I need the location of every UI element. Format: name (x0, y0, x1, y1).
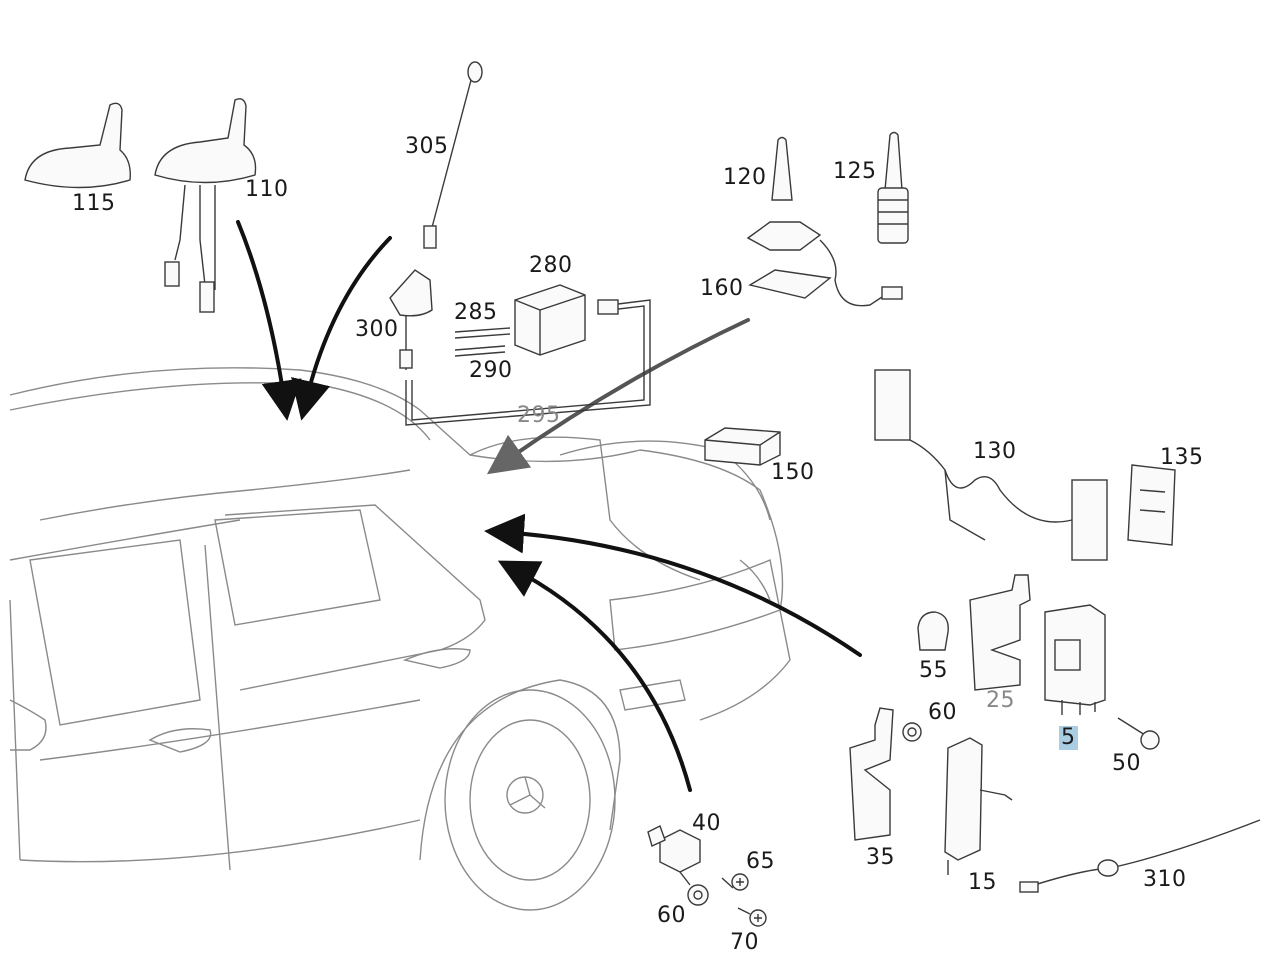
part-5-control-unit (1044, 604, 1106, 715)
label-290: 290 (469, 358, 513, 383)
part-135-bracket (1127, 464, 1176, 546)
part-120-antenna (746, 136, 903, 307)
label-110: 110 (245, 177, 289, 202)
label-160: 160 (700, 276, 744, 301)
part-65-screw (721, 873, 749, 891)
label-55: 55 (919, 658, 948, 683)
label-60-upper: 60 (928, 700, 957, 725)
part-300-antenna-base (389, 269, 651, 426)
label-300: 300 (355, 317, 399, 342)
label-125: 125 (833, 159, 877, 184)
label-65: 65 (746, 849, 775, 874)
part-50-bolt (1117, 717, 1160, 750)
part-305-rod-antenna (423, 61, 483, 249)
part-160-pad (748, 269, 832, 299)
part-280-module (514, 284, 619, 356)
part-285-290-fasteners (454, 327, 511, 357)
label-135: 135 (1160, 445, 1204, 470)
label-305: 305 (405, 134, 449, 159)
label-280: 280 (529, 253, 573, 278)
label-295: 295 (517, 403, 561, 428)
label-130: 130 (973, 439, 1017, 464)
part-55-clip (917, 611, 949, 651)
arrows (236, 220, 862, 792)
part-110-antenna (154, 98, 257, 313)
label-120: 120 (723, 165, 767, 190)
part-150-bracket (704, 427, 781, 466)
part-60-nut (902, 722, 922, 742)
label-310: 310 (1143, 867, 1187, 892)
label-285: 285 (454, 300, 498, 325)
label-60-lower: 60 (657, 903, 686, 928)
part-70-screw (737, 907, 767, 927)
label-70: 70 (730, 930, 759, 955)
label-40: 40 (692, 811, 721, 836)
car-outline (9, 367, 791, 911)
part-25-bracket (969, 574, 1031, 691)
label-5-highlighted: 5 (1059, 725, 1078, 750)
label-35: 35 (866, 845, 895, 870)
label-150: 150 (771, 460, 815, 485)
part-115-antenna (24, 102, 131, 189)
label-25: 25 (986, 688, 1015, 713)
label-115: 115 (72, 191, 116, 216)
part-15-module (944, 737, 1013, 875)
part-35-bracket (849, 707, 894, 841)
part-40-connector (647, 825, 701, 886)
label-50: 50 (1112, 751, 1141, 776)
part-125-antenna (877, 131, 909, 244)
part-60-nut-lower (687, 884, 709, 906)
part-310-cable (1019, 819, 1261, 893)
label-15: 15 (968, 870, 997, 895)
part-130-amplifier (874, 369, 1108, 561)
